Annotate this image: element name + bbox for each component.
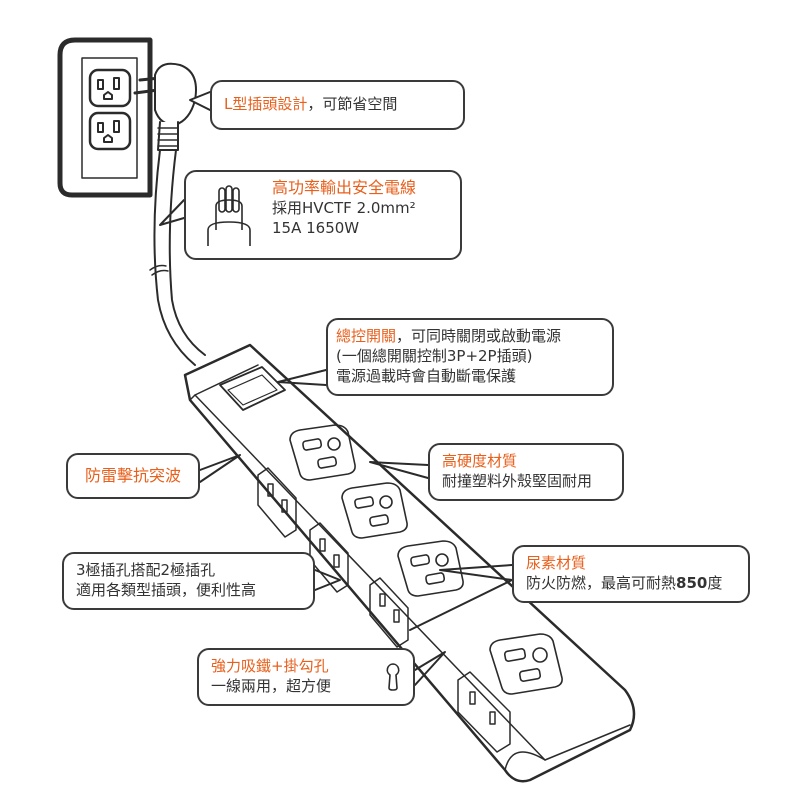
callout-magnet-text: 一線兩用，超方便 (211, 677, 332, 695)
callout-cable-title: 高功率輸出安全電線 (272, 178, 417, 197)
wall-outlet-plate (57, 37, 153, 198)
callout-magnet-hook: 強力吸鐵+掛勾孔 一線兩用，超方便 (197, 648, 415, 706)
callout-hardness: 高硬度材質 耐撞塑料外殼堅固耐用 (428, 443, 624, 501)
three-prong-outlet (341, 482, 408, 539)
callout-urea: 尿素材質 防火防燃，最高可耐熱850度 (512, 545, 750, 603)
callout-surge-title: 防雷擊抗突波 (84, 466, 181, 485)
callout-pointers (159, 91, 513, 686)
cable-cross-section-icon (207, 185, 251, 246)
callout-cable: 高功率輸出安全電線 採用HVCTF 2.0mm² 15A 1650W (184, 170, 462, 260)
three-prong-outlet (489, 633, 563, 695)
callout-outlets-line1: 3極插孔搭配2極插孔 (76, 561, 216, 579)
callout-magnet-title: 強力吸鐵+掛勾孔 (211, 657, 329, 675)
callout-l-plug-text: ，可節省空間 (307, 95, 398, 113)
callout-hardness-title: 高硬度材質 (442, 452, 518, 470)
three-prong-outlet (397, 540, 464, 597)
callout-master-switch: 總控開關，可同時關閉或啟動電源 (一個總開關控制3P+2P插頭) 電源過載時會自… (326, 318, 614, 396)
callout-urea-text: 防火防燃，最高可耐熱 (526, 574, 677, 592)
callout-switch-line3: 電源過載時會自動斷電保護 (336, 367, 517, 385)
two-prong-outlet (457, 671, 511, 753)
two-prong-outlet (369, 577, 409, 648)
callout-switch-text: ，可同時關閉或啟動電源 (396, 327, 562, 345)
callout-switch-highlight: 總控開關 (336, 327, 397, 345)
two-prong-outlet (257, 467, 297, 538)
callout-urea-title: 尿素材質 (526, 554, 587, 572)
callout-surge: 防雷擊抗突波 (66, 453, 200, 499)
callout-hardness-text: 耐撞塑料外殼堅固耐用 (442, 472, 593, 490)
callout-l-plug-highlight: L型插頭設計 (224, 95, 308, 113)
callout-l-plug: L型插頭設計，可節省空間 (210, 80, 465, 130)
callout-urea-unit: 度 (707, 574, 723, 592)
power-cable (153, 149, 196, 366)
master-switch (219, 366, 286, 411)
callout-outlets-line2: 適用各類型插頭，便利性高 (76, 581, 257, 599)
three-prong-outlet (289, 424, 356, 481)
callout-urea-temp: 850 (676, 574, 708, 592)
callout-outlet-types: 3極插孔搭配2極插孔 適用各類型插頭，便利性高 (62, 552, 315, 610)
callout-cable-spec: 採用HVCTF 2.0mm² (272, 199, 416, 217)
keyhole-icon (386, 663, 400, 691)
callout-cable-rating: 15A 1650W (272, 219, 360, 237)
callout-switch-line2: (一個總開關控制3P+2P插頭) (336, 347, 533, 365)
